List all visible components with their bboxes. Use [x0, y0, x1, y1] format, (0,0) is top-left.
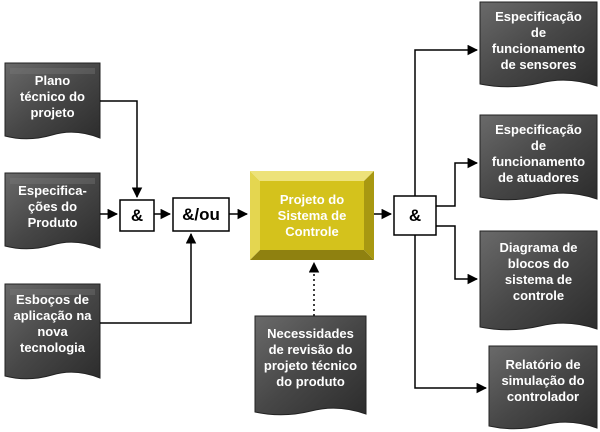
center-process-box: [250, 171, 374, 260]
output-box-sensores: [479, 1, 598, 88]
connector-esbocos-to-andor: [100, 232, 197, 324]
output-label-atuadores: Especificação de funcionamento de atuado…: [491, 122, 586, 185]
input-box-esbocos: [4, 283, 101, 380]
connector-and2-to-relatorio: [414, 235, 488, 394]
needs-box: [254, 315, 367, 416]
connector-plano-to-and1: [100, 100, 143, 199]
input-box-especificacoes: [4, 172, 101, 250]
input-label-esbocos: Esboços de aplicação na nova tecnologia: [13, 292, 92, 355]
output-box-relatorio: [488, 345, 598, 430]
output-box-atuadores: [479, 114, 598, 201]
needs-label: Necessidades de revisão do projeto técni…: [263, 326, 358, 389]
input-label-plano: Plano técnico do projeto: [19, 73, 85, 120]
input-label-especificacoes: Especifica- ções do Produto: [18, 183, 87, 230]
output-label-diagrama: Diagrama de blocos do sistema de control…: [499, 240, 578, 303]
andor-gate: [172, 197, 230, 232]
output-box-diagrama: [479, 230, 598, 331]
and-gate-2-label: &: [408, 205, 422, 225]
andor-gate-label: &/ou: [182, 204, 220, 224]
and-gate-1-label: &: [130, 205, 144, 225]
center-process-label: Projeto do Sistema de Controle: [277, 191, 347, 239]
output-label-relatorio: Relatório de simulação do controlador: [501, 357, 585, 404]
connector-and2-to-diagrama: [436, 225, 479, 285]
output-label-sensores: Especificação de funcionamento de sensor…: [491, 9, 586, 72]
connector-and2-to-sensores: [414, 44, 479, 196]
input-box-plano: [4, 62, 101, 140]
and-gate-1: [119, 199, 155, 232]
and-gate-2: [393, 195, 437, 236]
connector-and2-to-atuadores: [436, 157, 479, 207]
